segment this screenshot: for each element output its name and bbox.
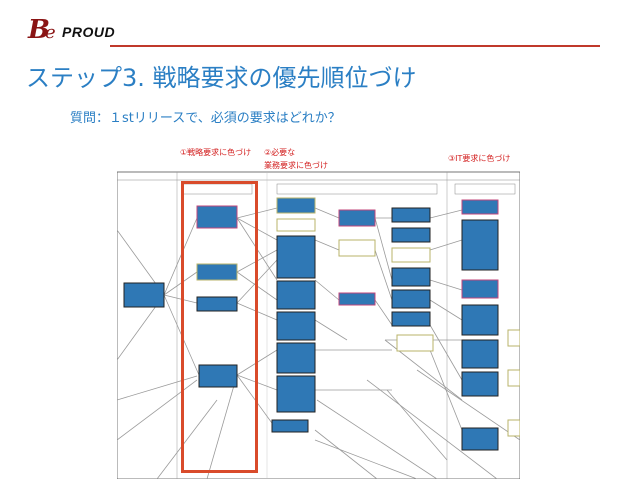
logo-letter-b: B <box>28 15 50 45</box>
logo-letter-e: e <box>45 22 56 43</box>
requirements-diagram <box>117 140 520 479</box>
question-text: 質問：１stリリースで、必須の要求はどれか？ <box>70 111 341 126</box>
strategic-requirements-highlight <box>181 181 258 473</box>
annotation-business-line1: ②必要な <box>264 148 296 157</box>
annotation-strategic: ①戦略要求に色づけ <box>180 148 252 157</box>
slide-title: ステップ3. 戦略要求の優先順位づけ <box>26 64 417 92</box>
logo-text: PROUD <box>62 24 116 40</box>
header-rule <box>110 45 600 47</box>
annotation-business-line2: 業務要求に色づけ <box>264 161 328 170</box>
annotation-it: ③IT要求に色づけ <box>448 154 511 163</box>
